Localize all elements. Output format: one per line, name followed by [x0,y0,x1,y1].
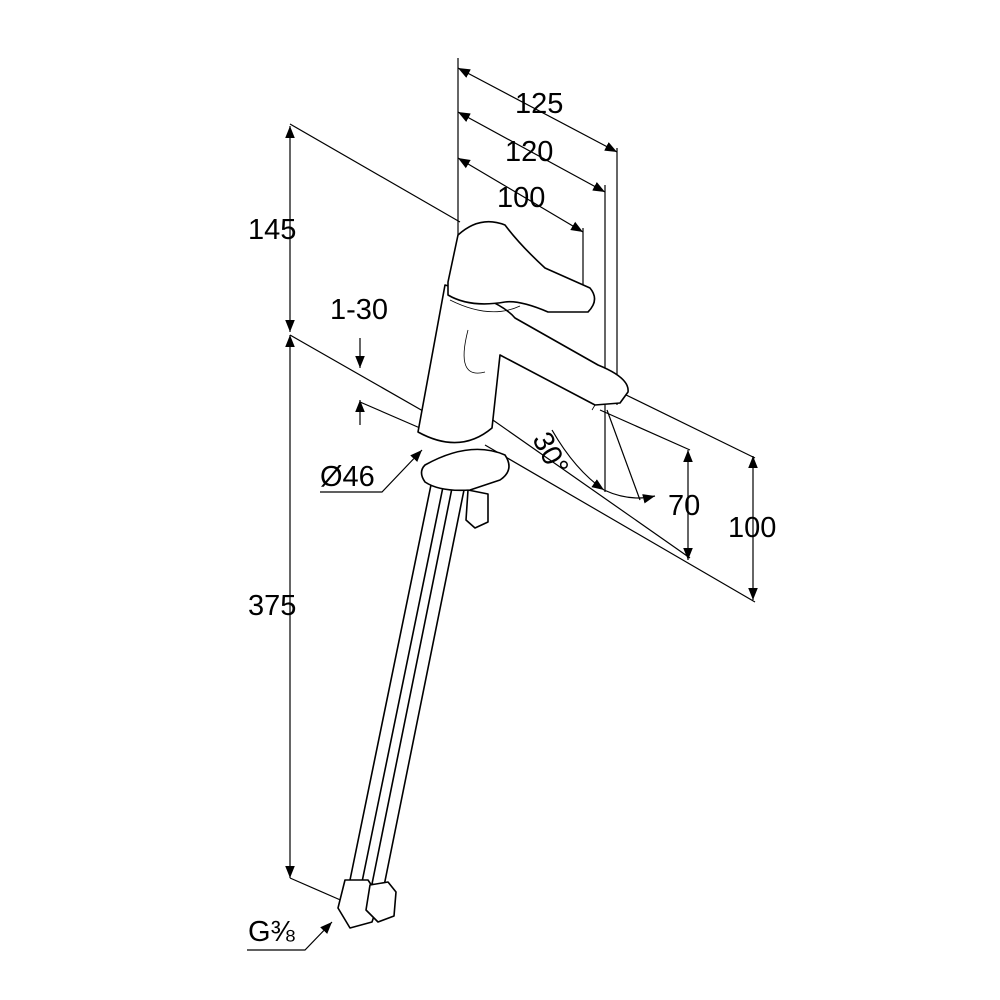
faucet-body [417,220,629,444]
dim-total-length: 125 [515,88,564,120]
dim-deck-thickness: 1-30 [330,294,389,326]
dim-spout-clearance: 70 [668,490,701,522]
dim-connection-thread: G⅜ [248,916,295,948]
dim-spout-length: 120 [505,136,554,168]
dim-spout-height: 100 [728,512,777,544]
dim-lever-length: 100 [497,182,546,214]
dim-body-diameter: Ø46 [320,461,375,493]
dimension-lines [247,58,758,951]
mounting-bracket [420,448,510,492]
dim-hose-length: 375 [248,590,297,622]
dim-upper-height: 145 [248,214,297,246]
supply-hoses [337,479,489,929]
